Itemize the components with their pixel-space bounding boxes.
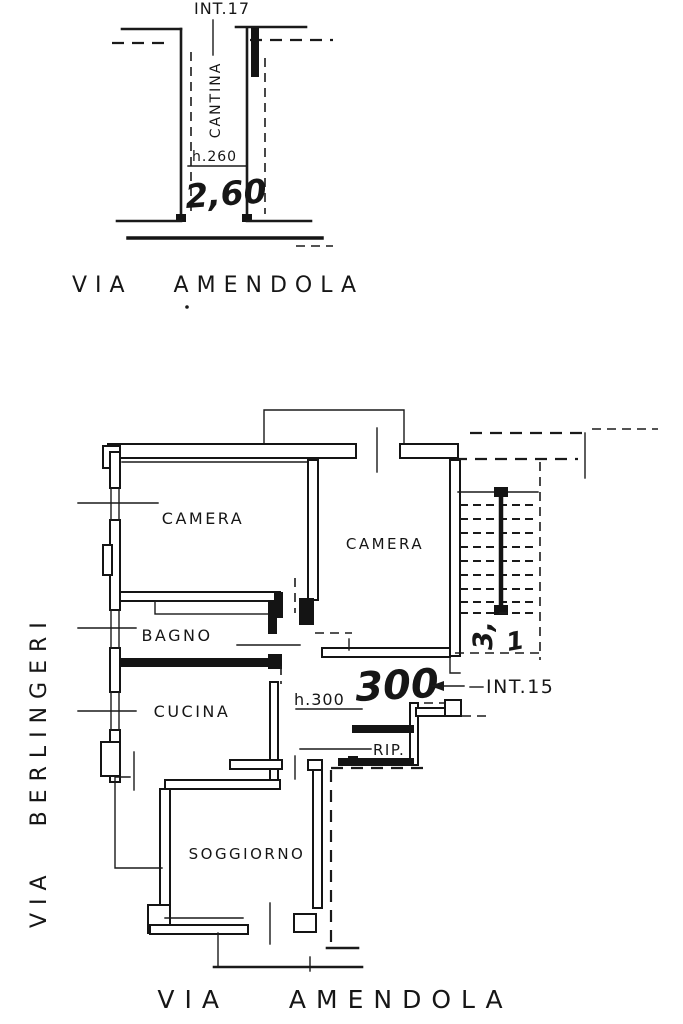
unit-arrow xyxy=(430,681,484,691)
street-label-top: VIA AMENDOLA xyxy=(72,273,364,298)
windows xyxy=(77,487,159,731)
room-label-bagno: BAGNO xyxy=(141,626,212,645)
height-label: h.300 xyxy=(294,690,345,709)
cellar-height-handwritten: 2,60 xyxy=(184,171,268,216)
apartment-unit-label: INT.15 xyxy=(486,676,554,698)
room-label-soggiorno: SOGGIORNO xyxy=(189,845,306,863)
doors xyxy=(133,578,352,945)
cellar-room-label: CANTINA xyxy=(208,62,224,139)
top-bay xyxy=(263,409,405,473)
walls xyxy=(100,443,462,935)
cellar-plan: INT.17 CANTINA h.260 2,60 xyxy=(112,0,333,247)
cellar-height-label: h.260 xyxy=(192,149,237,165)
room-label-camera2: CAMERA xyxy=(346,535,424,553)
room-label-rip: RIP. xyxy=(373,741,405,759)
left-loggia xyxy=(114,776,163,869)
cellar-unit-label: INT.17 xyxy=(194,0,250,18)
street-label-left: VIA BERLINGERI xyxy=(27,614,52,928)
room-label-camera1: CAMERA xyxy=(162,509,244,528)
period-dot xyxy=(185,305,189,309)
apartment-plan: 3, 1 300 h.300 INT.15 CAMERA CAMERA BAGN… xyxy=(77,409,658,972)
annotations: 300 h.300 INT.15 xyxy=(294,661,554,750)
stair-note-rotated: 3, xyxy=(468,621,499,650)
height-handwritten: 300 xyxy=(354,661,440,711)
bottom-balcony xyxy=(212,932,364,972)
room-label-cucina: CUCINA xyxy=(154,702,231,721)
stairwell: 3, 1 xyxy=(455,428,658,660)
street-label-bottom: VIA AMENDOLA xyxy=(157,985,512,1014)
room-labels: CAMERA CAMERA BAGNO CUCINA SOGGIORNO RIP… xyxy=(141,509,424,863)
stair-note-upright: 1 xyxy=(504,625,526,657)
dashed-boundaries xyxy=(329,702,486,946)
